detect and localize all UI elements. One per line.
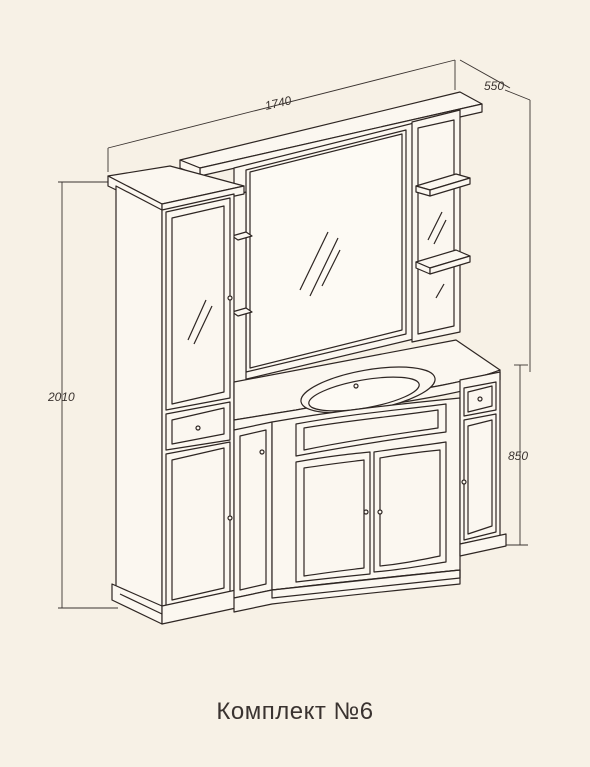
tall-cabinet	[107, 165, 245, 625]
dimension-lines	[58, 59, 531, 609]
dimension-width-label: 1740	[264, 93, 293, 113]
dimension-depth-label: 550	[484, 79, 504, 93]
dimension-height-total-label: 2010	[47, 390, 75, 404]
vanity-countertop	[233, 339, 501, 431]
set-caption: Комплект №6	[216, 698, 374, 725]
furniture-set-drawing: 1740 550 2010 850	[47, 59, 531, 625]
vanity-body	[233, 371, 507, 613]
dimension-height-vanity-label: 850	[508, 449, 528, 463]
right-shelf-unit	[411, 109, 471, 343]
mirror	[233, 121, 419, 383]
